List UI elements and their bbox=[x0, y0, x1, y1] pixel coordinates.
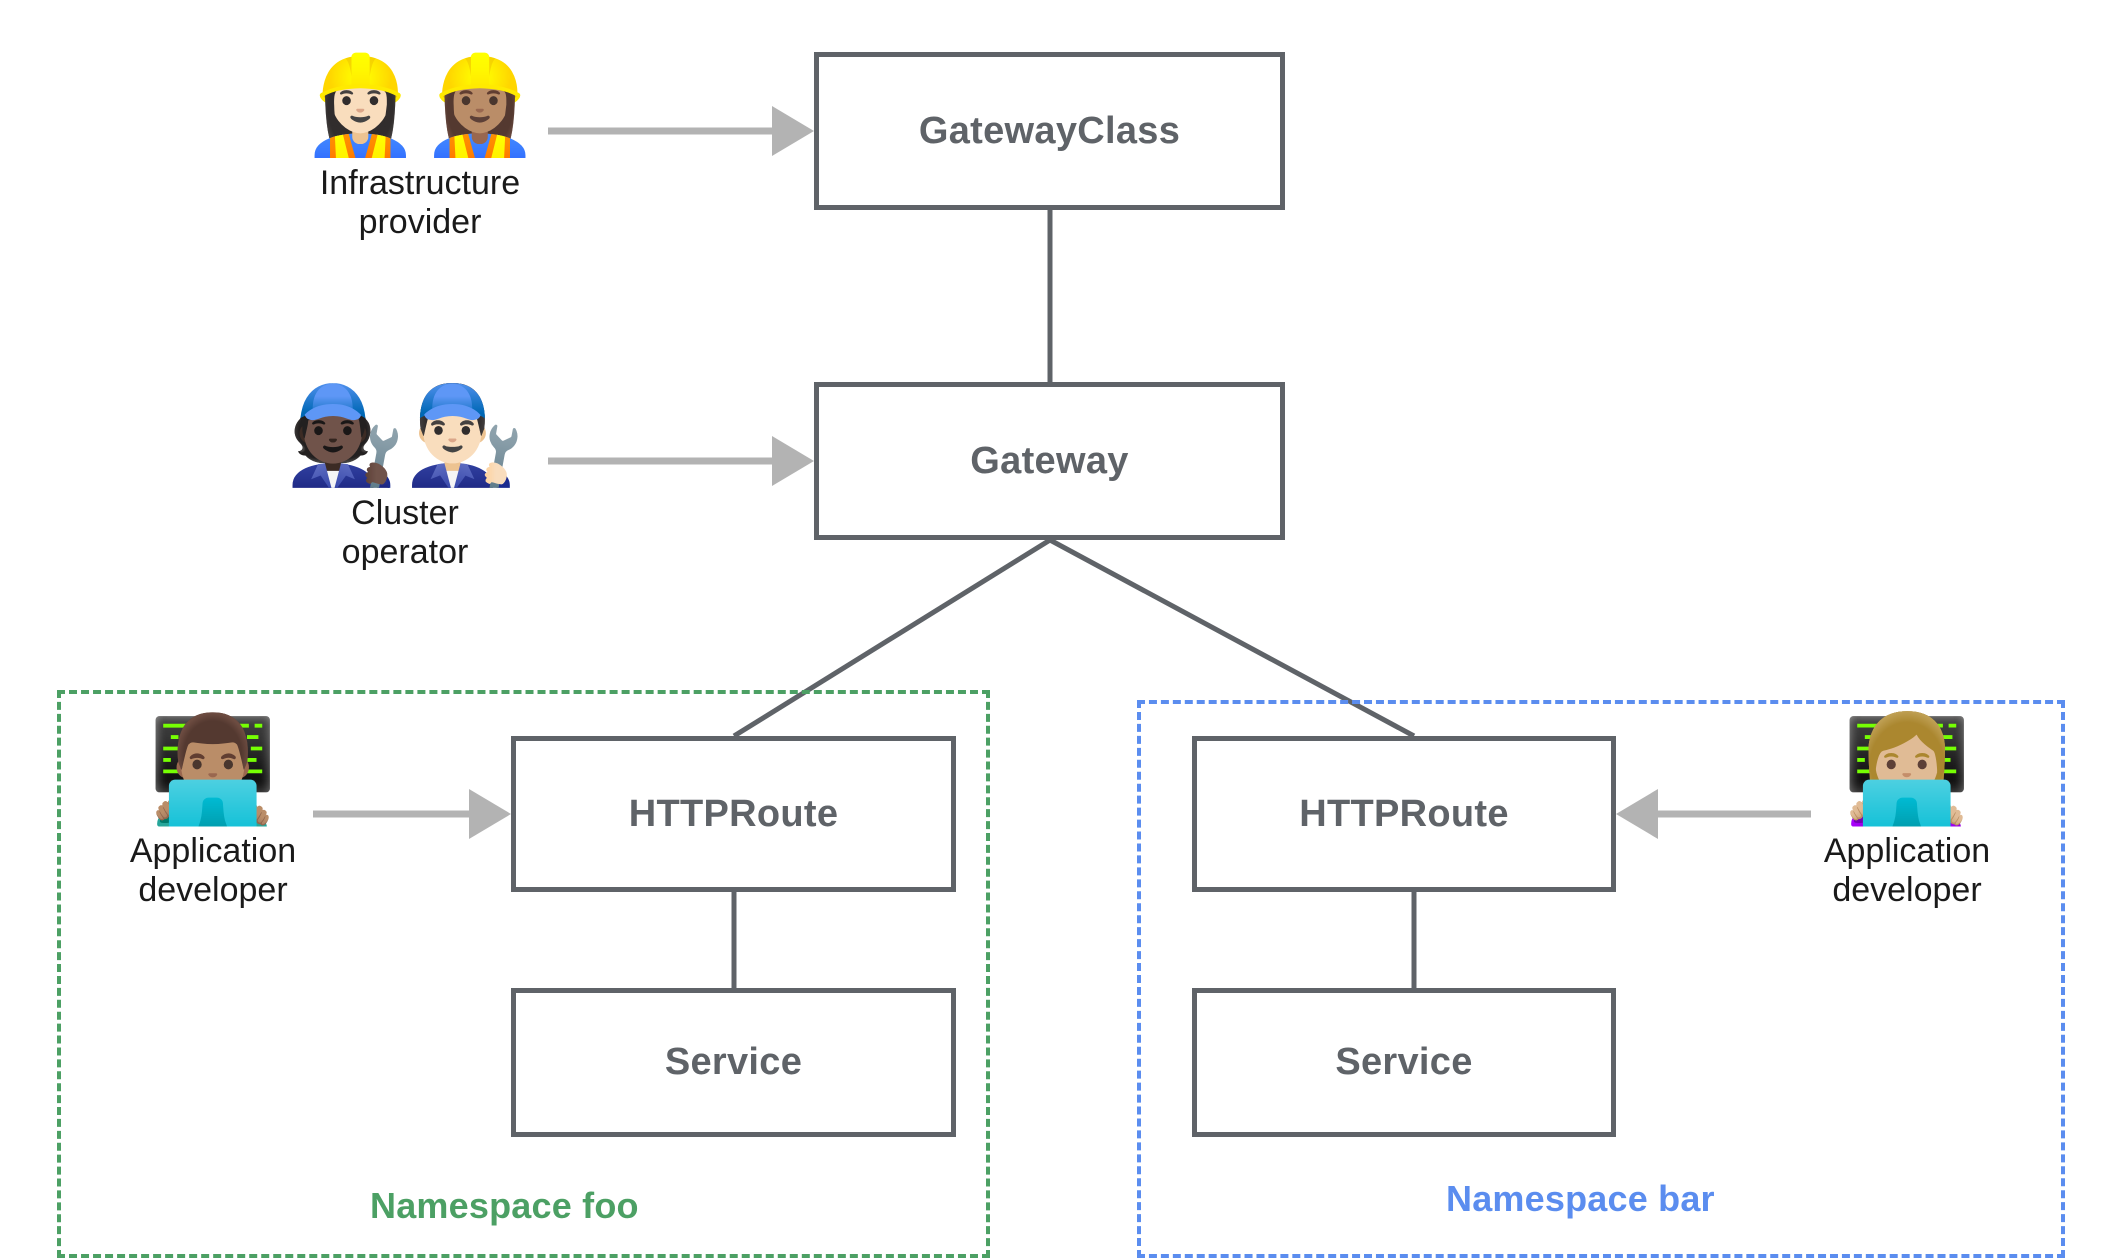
persona-cluster-operator-icons: 🧑🏿‍🔧 👨🏻‍🔧 bbox=[285, 388, 524, 484]
persona-infrastructure-provider: 👷🏻‍♀️ 👷🏽‍♀️ Infrastructure provider bbox=[280, 58, 560, 242]
node-gatewayclass-label: GatewayClass bbox=[918, 109, 1181, 152]
man-technologist-medium-icon: 👨🏽‍💻 bbox=[148, 712, 278, 828]
node-httproute-foo[interactable]: HTTPRoute bbox=[511, 736, 956, 892]
node-service-bar[interactable]: Service bbox=[1192, 988, 1616, 1137]
mechanic-dark-icon: 🧑🏿‍🔧 bbox=[285, 382, 405, 489]
namespace-bar-group bbox=[1137, 700, 2065, 1258]
node-service-foo-label: Service bbox=[664, 1041, 803, 1083]
namespace-bar-label: Namespace bar bbox=[1446, 1178, 1715, 1219]
node-gateway[interactable]: Gateway bbox=[814, 382, 1285, 540]
node-httproute-bar-label: HTTPRoute bbox=[1299, 792, 1509, 835]
persona-infrastructure-provider-caption: Infrastructure provider bbox=[319, 164, 521, 242]
arrow-cluster-operator-to-gateway bbox=[548, 436, 814, 486]
persona-application-developer-foo-caption: Application developer bbox=[129, 832, 297, 910]
mechanic-man-light-icon: 👨🏻‍🔧 bbox=[405, 382, 525, 489]
namespace-foo-label: Namespace foo bbox=[370, 1185, 639, 1226]
namespace-foo-group bbox=[57, 690, 990, 1258]
persona-application-developer-bar-icons: 👩🏼‍💻 bbox=[1842, 718, 1972, 822]
persona-application-developer-bar: 👩🏼‍💻 Application developer bbox=[1792, 718, 2022, 910]
woman-technologist-light-icon: 👩🏼‍💻 bbox=[1842, 712, 1972, 828]
persona-application-developer-foo-icons: 👨🏽‍💻 bbox=[148, 718, 278, 822]
persona-application-developer-bar-caption: Application developer bbox=[1823, 832, 1991, 910]
node-service-bar-label: Service bbox=[1335, 1041, 1473, 1083]
persona-application-developer-foo: 👨🏽‍💻 Application developer bbox=[98, 718, 328, 910]
node-httproute-bar[interactable]: HTTPRoute bbox=[1192, 736, 1616, 892]
node-service-foo[interactable]: Service bbox=[511, 988, 956, 1137]
node-gatewayclass[interactable]: GatewayClass bbox=[814, 52, 1285, 210]
persona-cluster-operator: 🧑🏿‍🔧 👨🏻‍🔧 Cluster operator bbox=[265, 388, 545, 572]
node-gateway-label: Gateway bbox=[970, 439, 1129, 482]
persona-infrastructure-provider-icons: 👷🏻‍♀️ 👷🏽‍♀️ bbox=[300, 58, 539, 154]
construction-worker-woman-light-icon: 👷🏻‍♀️ bbox=[300, 52, 420, 159]
persona-cluster-operator-caption: Cluster operator bbox=[341, 494, 469, 572]
construction-worker-woman-medium-icon: 👷🏽‍♀️ bbox=[420, 52, 540, 159]
arrow-infrastructure-provider-to-gatewayclass bbox=[548, 106, 814, 156]
node-httproute-foo-label: HTTPRoute bbox=[628, 792, 839, 835]
